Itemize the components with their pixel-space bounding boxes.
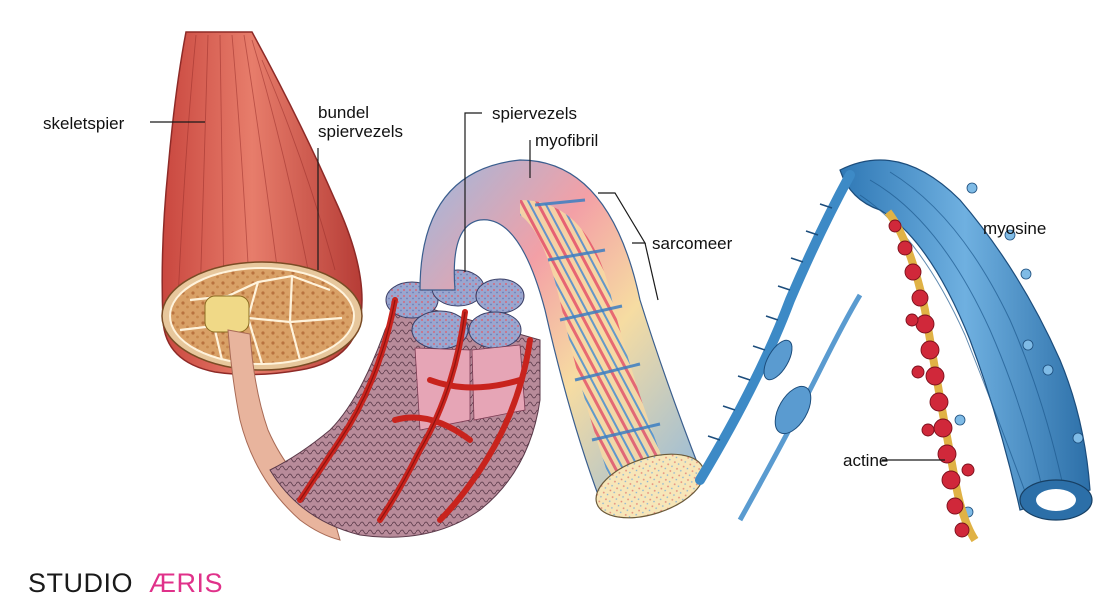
label-fiber-bundle-line2: spiervezels	[318, 122, 403, 141]
label-sarcomere: sarcomeer	[652, 234, 733, 253]
svg-text:STUDIO ÆRIS: STUDIO ÆRIS	[28, 568, 223, 598]
label-myofibril: myofibril	[535, 131, 598, 150]
leader-lines	[150, 112, 945, 461]
label-actin: actine	[843, 451, 888, 470]
muscle-fiber-bundle-illustration	[269, 269, 541, 538]
actin-filament-illustration	[884, 209, 979, 543]
label-skeletal-muscle: skeletspier	[43, 114, 125, 133]
skeletal-muscle-illustration	[161, 31, 363, 541]
brand-word-aeris: ÆRIS	[149, 568, 223, 598]
label-myosin: myosine	[983, 219, 1046, 238]
myofibril-illustration	[419, 159, 705, 519]
myosin-filament-illustration	[695, 159, 1093, 522]
label-muscle-fibers: spiervezels	[492, 104, 577, 123]
studio-aeris-logo: STUDIO ÆRIS	[28, 568, 223, 598]
label-fiber-bundle-line1: bundel	[318, 103, 369, 122]
brand-word-studio: STUDIO	[28, 568, 133, 598]
